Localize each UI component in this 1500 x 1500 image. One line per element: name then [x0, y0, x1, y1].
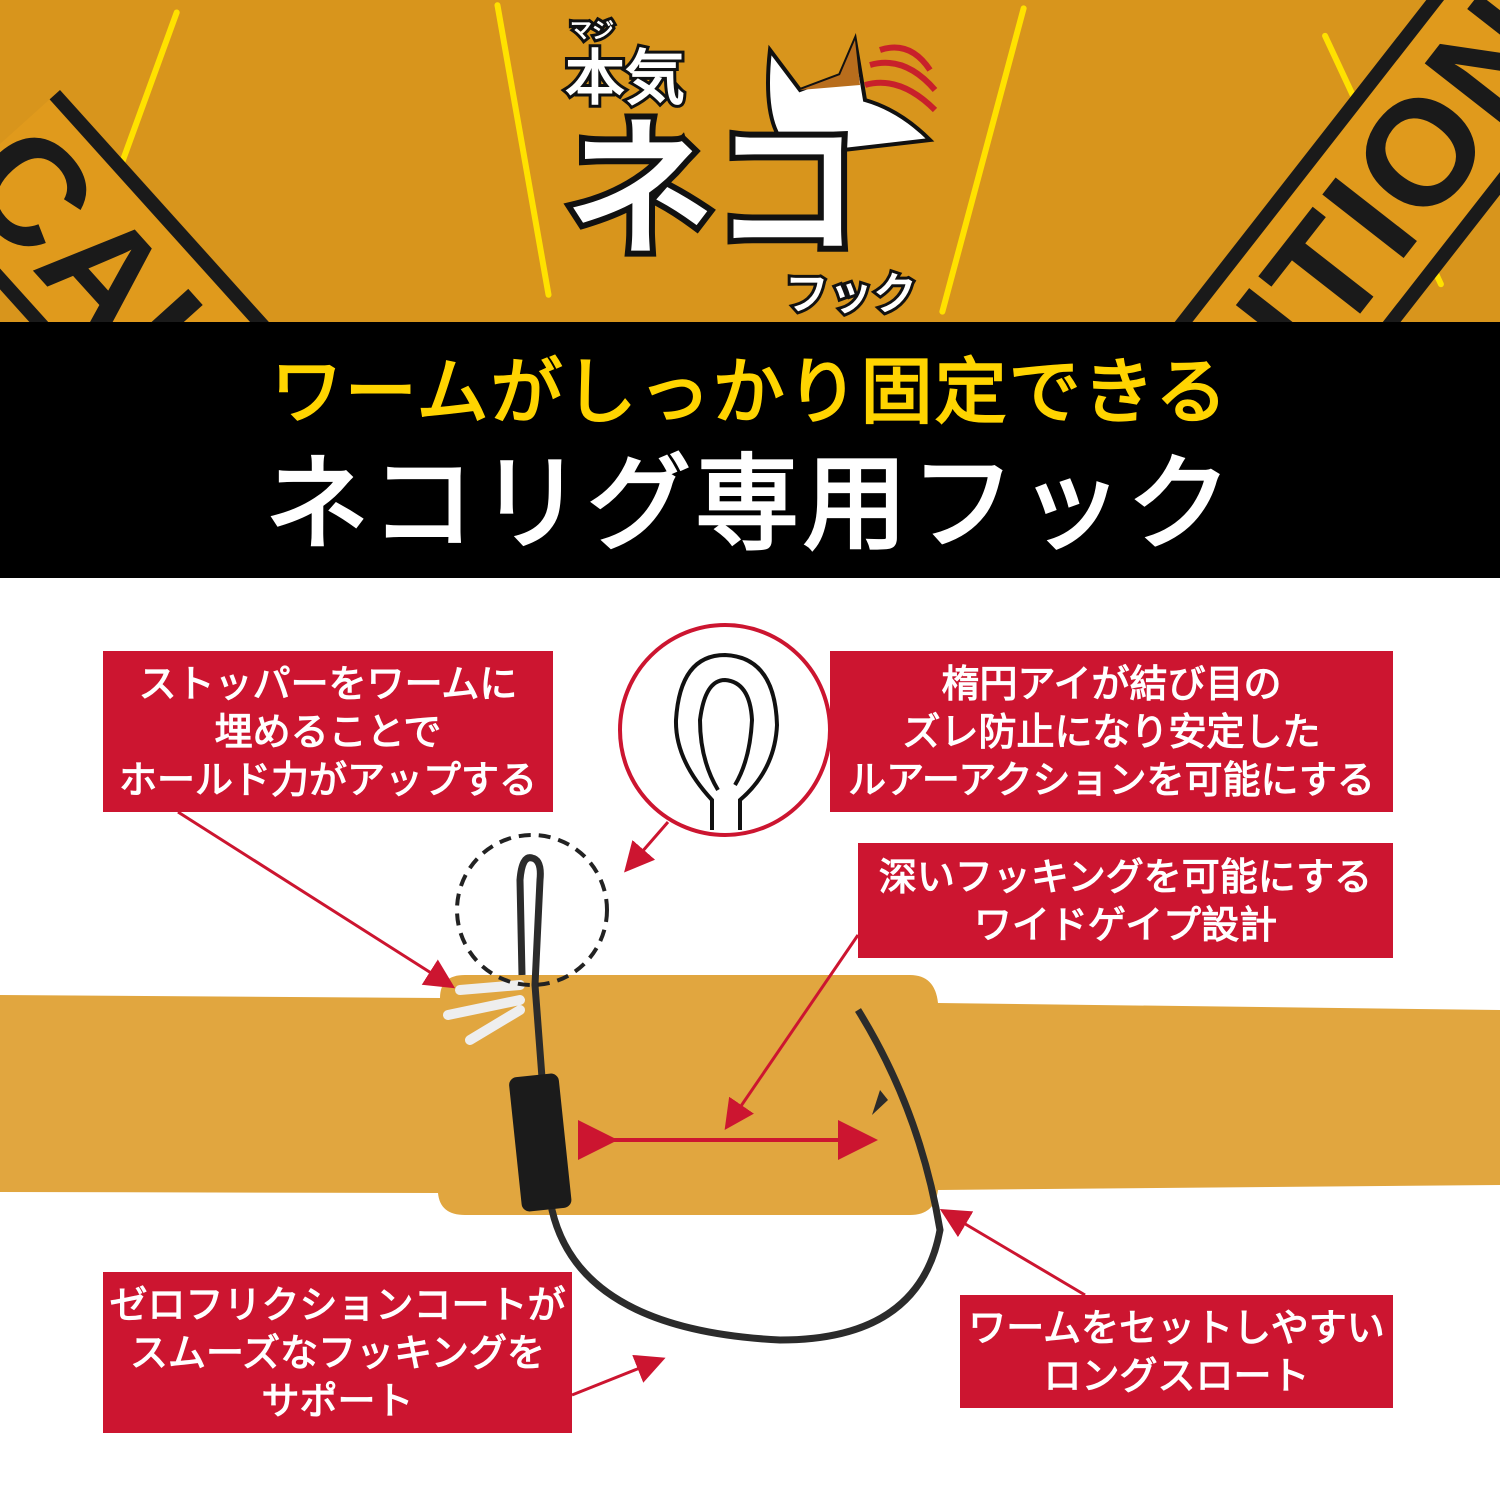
oval-eye-icon — [673, 652, 780, 830]
caution-text: CAUTION — [0, 93, 532, 322]
callout-line: ルアーアクションを可能にする — [848, 757, 1375, 802]
callout-line: ワームをセットしやすい — [968, 1305, 1385, 1350]
headline-band — [0, 322, 1500, 578]
callout-coating: ゼロフリクションコートが スムーズなフッキングを サポート — [103, 1272, 572, 1433]
callout-arrow — [939, 1208, 1086, 1297]
logo-kanji: 本気 — [562, 43, 688, 115]
headline-line1: ワームがしっかり固定できる — [270, 350, 1230, 434]
logo-sub: フック — [782, 267, 920, 323]
shrink-tube — [509, 1073, 572, 1212]
hero-banner: CAUTION CAUTION マジ 本気 ネコ フック — [0, 0, 1500, 322]
callout-arrow — [571, 1354, 666, 1397]
callout-arrow — [624, 821, 670, 873]
caution-tape-right: CAUTION — [1020, 0, 1500, 322]
callout-oval-eye: 楕円アイが結び目の ズレ防止になり安定した ルアーアクションを可能にする — [830, 651, 1393, 812]
callout-line: ワイドゲイプ設計 — [973, 902, 1278, 947]
callout-line: 楕円アイが結び目の — [941, 661, 1282, 706]
headline-line2: ネコリグ専用フック — [265, 443, 1235, 565]
lightning-decoration — [493, 1, 553, 299]
stopper-icon — [443, 980, 525, 1045]
callout-wide-gape: 深いフッキングを可能にする ワイドゲイプ設計 — [858, 843, 1393, 958]
callout-stopper: ストッパーをワームに 埋めることで ホールド力がアップする — [103, 651, 553, 812]
callout-arrow — [724, 934, 860, 1130]
callout-line: ストッパーをワームに — [138, 661, 518, 706]
hook-icon — [516, 854, 944, 1344]
callout-line: スムーズなフッキングを — [130, 1330, 545, 1375]
logo-main: ネコ — [559, 104, 868, 278]
callout-line: ロングスロート — [1043, 1353, 1310, 1398]
callout-line: 埋めることで — [214, 709, 442, 754]
hook-diagram — [0, 623, 1500, 1397]
lightning-decoration — [938, 4, 1028, 316]
callout-arrow — [177, 810, 456, 989]
callout-long-throat: ワームをセットしやすい ロングスロート — [960, 1295, 1393, 1408]
logo-ruby: マジ — [567, 17, 617, 47]
hook-barb-icon — [872, 1090, 888, 1115]
callout-line: ゼロフリクションコートが — [109, 1282, 566, 1327]
caution-text: CAUTION — [1024, 0, 1500, 322]
callout-line: ズレ防止になり安定した — [902, 709, 1321, 754]
callout-line: サポート — [261, 1378, 414, 1423]
eye-highlight-circle — [455, 833, 609, 987]
callout-line: 深いフッキングを可能にする — [878, 854, 1373, 899]
callout-line: ホールド力がアップする — [118, 757, 537, 802]
cat-illustration — [766, 32, 938, 158]
product-logo: マジ 本気 ネコ フック — [559, 17, 940, 323]
